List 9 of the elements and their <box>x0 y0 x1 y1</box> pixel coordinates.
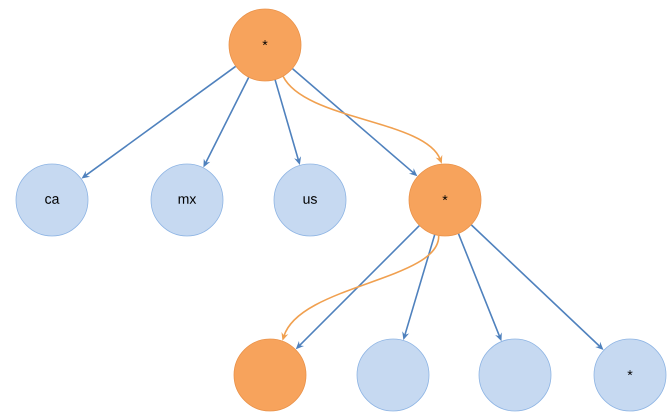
tree-node: * <box>228 8 302 82</box>
tree-node: us <box>274 164 346 236</box>
tree-node: mx <box>150 164 224 236</box>
tree-node <box>356 338 430 412</box>
tree-node: * <box>594 338 666 412</box>
tree-node <box>234 338 306 412</box>
tree-node <box>478 338 552 412</box>
tree-node: * <box>408 164 482 236</box>
tree-node: ca <box>16 164 88 236</box>
